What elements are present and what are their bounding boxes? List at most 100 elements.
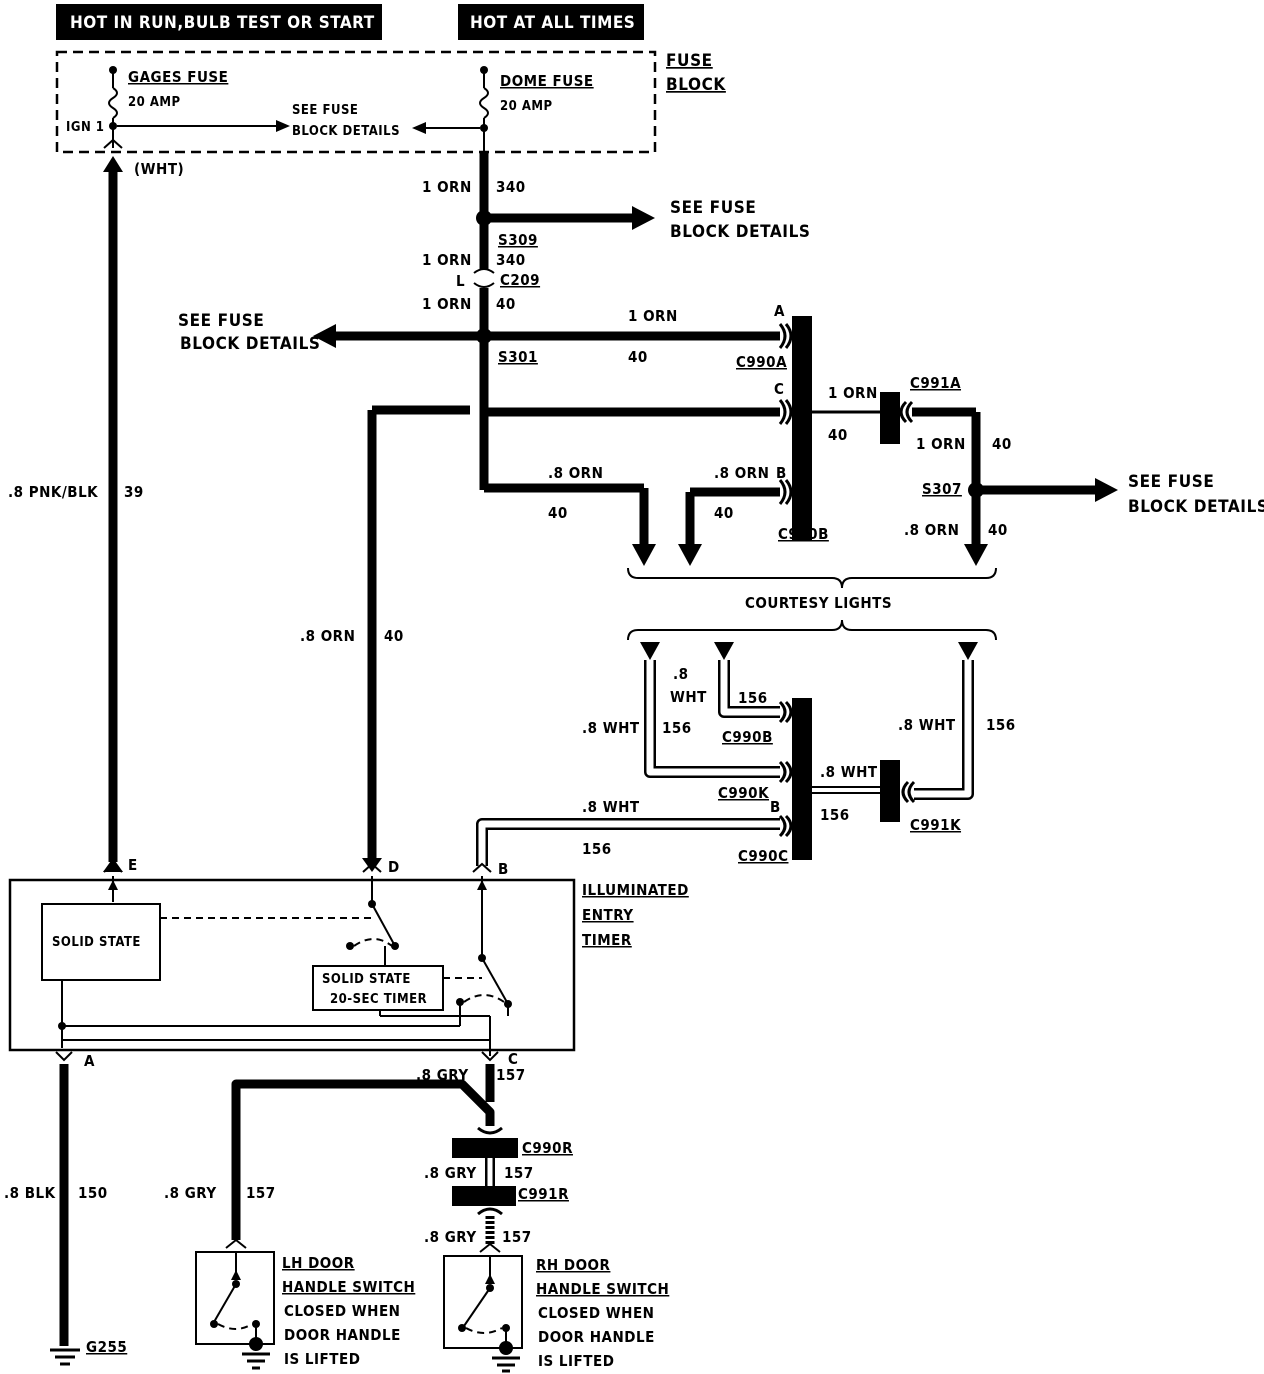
c990k-pin — [778, 760, 793, 784]
lh-switch-arc — [217, 1323, 253, 1330]
wire-156-b-inner — [720, 660, 780, 716]
connector-c991a — [880, 392, 900, 444]
timer-pin-a-connector — [55, 1051, 73, 1062]
timer-20sec-box — [312, 965, 444, 1011]
wire-s307-num: 40 — [992, 435, 1012, 453]
c991r-label: C991R — [518, 1185, 569, 1203]
wire-157-a-num: 157 — [496, 1066, 526, 1084]
wire-156-a-num: 156 — [662, 719, 692, 737]
lh-switch-l3: CLOSED WHEN — [284, 1302, 400, 1320]
rh-switch-ground-dot — [499, 1341, 513, 1355]
ign1-label: IGN 1 — [66, 120, 104, 135]
c991k-pin — [901, 780, 916, 804]
dome-fuse-amp: 20 AMP — [500, 99, 553, 114]
timer-pin-b: B — [498, 860, 509, 878]
dome-fuse-symbol — [479, 87, 489, 119]
wire-d-num: 40 — [384, 627, 404, 645]
wht-label: (WHT) — [134, 160, 184, 178]
wire-150-gauge: .8 BLK — [4, 1184, 56, 1202]
c990b-label: C990B — [778, 525, 829, 543]
rh-switch-arc — [465, 1327, 503, 1334]
connector-c990-upper — [792, 316, 812, 540]
rh-switch-box — [443, 1255, 523, 1349]
ground-label: G255 — [86, 1338, 127, 1356]
wire-156-a-inner — [646, 660, 780, 776]
lh-switch-blade — [213, 1283, 237, 1323]
connector-c990-lower — [792, 698, 812, 860]
d-switch-contact — [391, 942, 399, 950]
c209-pin: L — [456, 272, 465, 290]
rh-switch-l5: IS LIFTED — [538, 1352, 614, 1370]
splice-s307-label: S307 — [922, 480, 962, 498]
b-switch-blade — [481, 957, 509, 1005]
timer-pin-e-connector — [103, 862, 123, 873]
courtesy-3-arrowhead — [964, 544, 988, 566]
wire-courtesy-1-gauge: .8 ORN — [548, 464, 603, 482]
lh-switch-contact — [210, 1320, 218, 1328]
rh-switch-l2: HANDLE SWITCH — [536, 1280, 669, 1298]
c990r-label: C990R — [522, 1139, 573, 1157]
wire-157-b-num: 157 — [504, 1164, 534, 1182]
lh-switch-l2: HANDLE SWITCH — [282, 1278, 415, 1296]
fuse-block-label-2: BLOCK — [666, 75, 726, 95]
c990-pin-a: A — [774, 302, 785, 320]
c990-pin-b: B — [776, 464, 787, 482]
ign-see-fuse-arrowhead — [276, 120, 290, 132]
courtesy-lamp-1-ground — [640, 642, 660, 660]
wire-b-num: 156 — [582, 840, 612, 858]
c990c-label: C990C — [738, 847, 788, 865]
gages-fuse-terminal — [109, 66, 117, 74]
timer-b-arrow — [477, 880, 487, 890]
wire-b-inner — [478, 820, 780, 866]
courtesy-lamp-2-ground — [714, 642, 734, 660]
wire-157-d-num: 157 — [246, 1184, 276, 1202]
header-hot-run: HOT IN RUN,BULB TEST OR START — [56, 4, 382, 40]
lh-switch-connector — [225, 1238, 247, 1249]
wire-b-gauge: .8 WHT — [582, 798, 640, 816]
lh-switch-l4: DOOR HANDLE — [284, 1326, 401, 1344]
lh-switch-ground-dot — [249, 1337, 263, 1351]
header-hot-run-text: HOT IN RUN,BULB TEST OR START — [70, 13, 375, 33]
timer-20sec-line2: 20-SEC TIMER — [330, 992, 427, 1007]
rh-switch-arrow — [485, 1274, 495, 1284]
dome-fuse-out-terminal — [480, 124, 488, 132]
c990b2-pin — [778, 700, 793, 724]
c991k-label: C991K — [910, 816, 961, 834]
s309-arrowhead — [632, 206, 655, 230]
see-fuse-s301-2: BLOCK DETAILS — [180, 334, 321, 354]
timer-pin-d-connector — [362, 862, 382, 873]
courtesy-brace-bottom — [627, 619, 997, 641]
solid-state-box — [41, 903, 161, 981]
ign1-connector — [103, 138, 123, 149]
timer-20sec-line1: SOLID STATE — [322, 972, 411, 987]
header-hot-all-text: HOT AT ALL TIMES — [470, 13, 635, 33]
gages-fuse-label: GAGES FUSE — [128, 68, 228, 86]
c990-pin-c: C — [774, 380, 784, 398]
wire-c991k-gauge: .8 WHT — [820, 763, 878, 781]
c990c-pin-b: B — [770, 798, 781, 816]
wire-c990a-num: 40 — [628, 348, 648, 366]
wire-340b-gauge: 1 ORN — [422, 251, 472, 269]
s307-arrowhead — [1095, 478, 1118, 502]
connector-c991r — [452, 1186, 516, 1206]
dome-see-fuse-arrowhead — [412, 122, 426, 134]
see-fuse-inner-2: BLOCK DETAILS — [292, 124, 400, 139]
c990r-pin — [477, 1126, 503, 1135]
b-switch-arc — [463, 994, 505, 1003]
wire-s307-gauge: 1 ORN — [916, 435, 966, 453]
dome-fuse-label: DOME FUSE — [500, 72, 594, 90]
wire-156-c-num: 156 — [986, 716, 1016, 734]
s301-left-arrowhead — [313, 324, 336, 348]
timer-pin-d: D — [388, 858, 400, 876]
wire-156-b-gauge-1: .8 — [673, 665, 689, 683]
rh-switch-l4: DOOR HANDLE — [538, 1328, 655, 1346]
splice-s309-label: S309 — [498, 231, 538, 249]
courtesy-brace-top — [627, 567, 997, 589]
wire-156-c-inner — [914, 660, 972, 798]
wire-courtesy-2-gauge: .8 ORN — [714, 464, 769, 482]
d-switch-blade — [371, 903, 396, 947]
wire-c991a-gauge: 1 ORN — [828, 384, 878, 402]
gages-fuse-amp: 20 AMP — [128, 95, 181, 110]
wire-157-c-num: 157 — [502, 1228, 532, 1246]
see-fuse-s301-1: SEE FUSE — [178, 311, 264, 331]
